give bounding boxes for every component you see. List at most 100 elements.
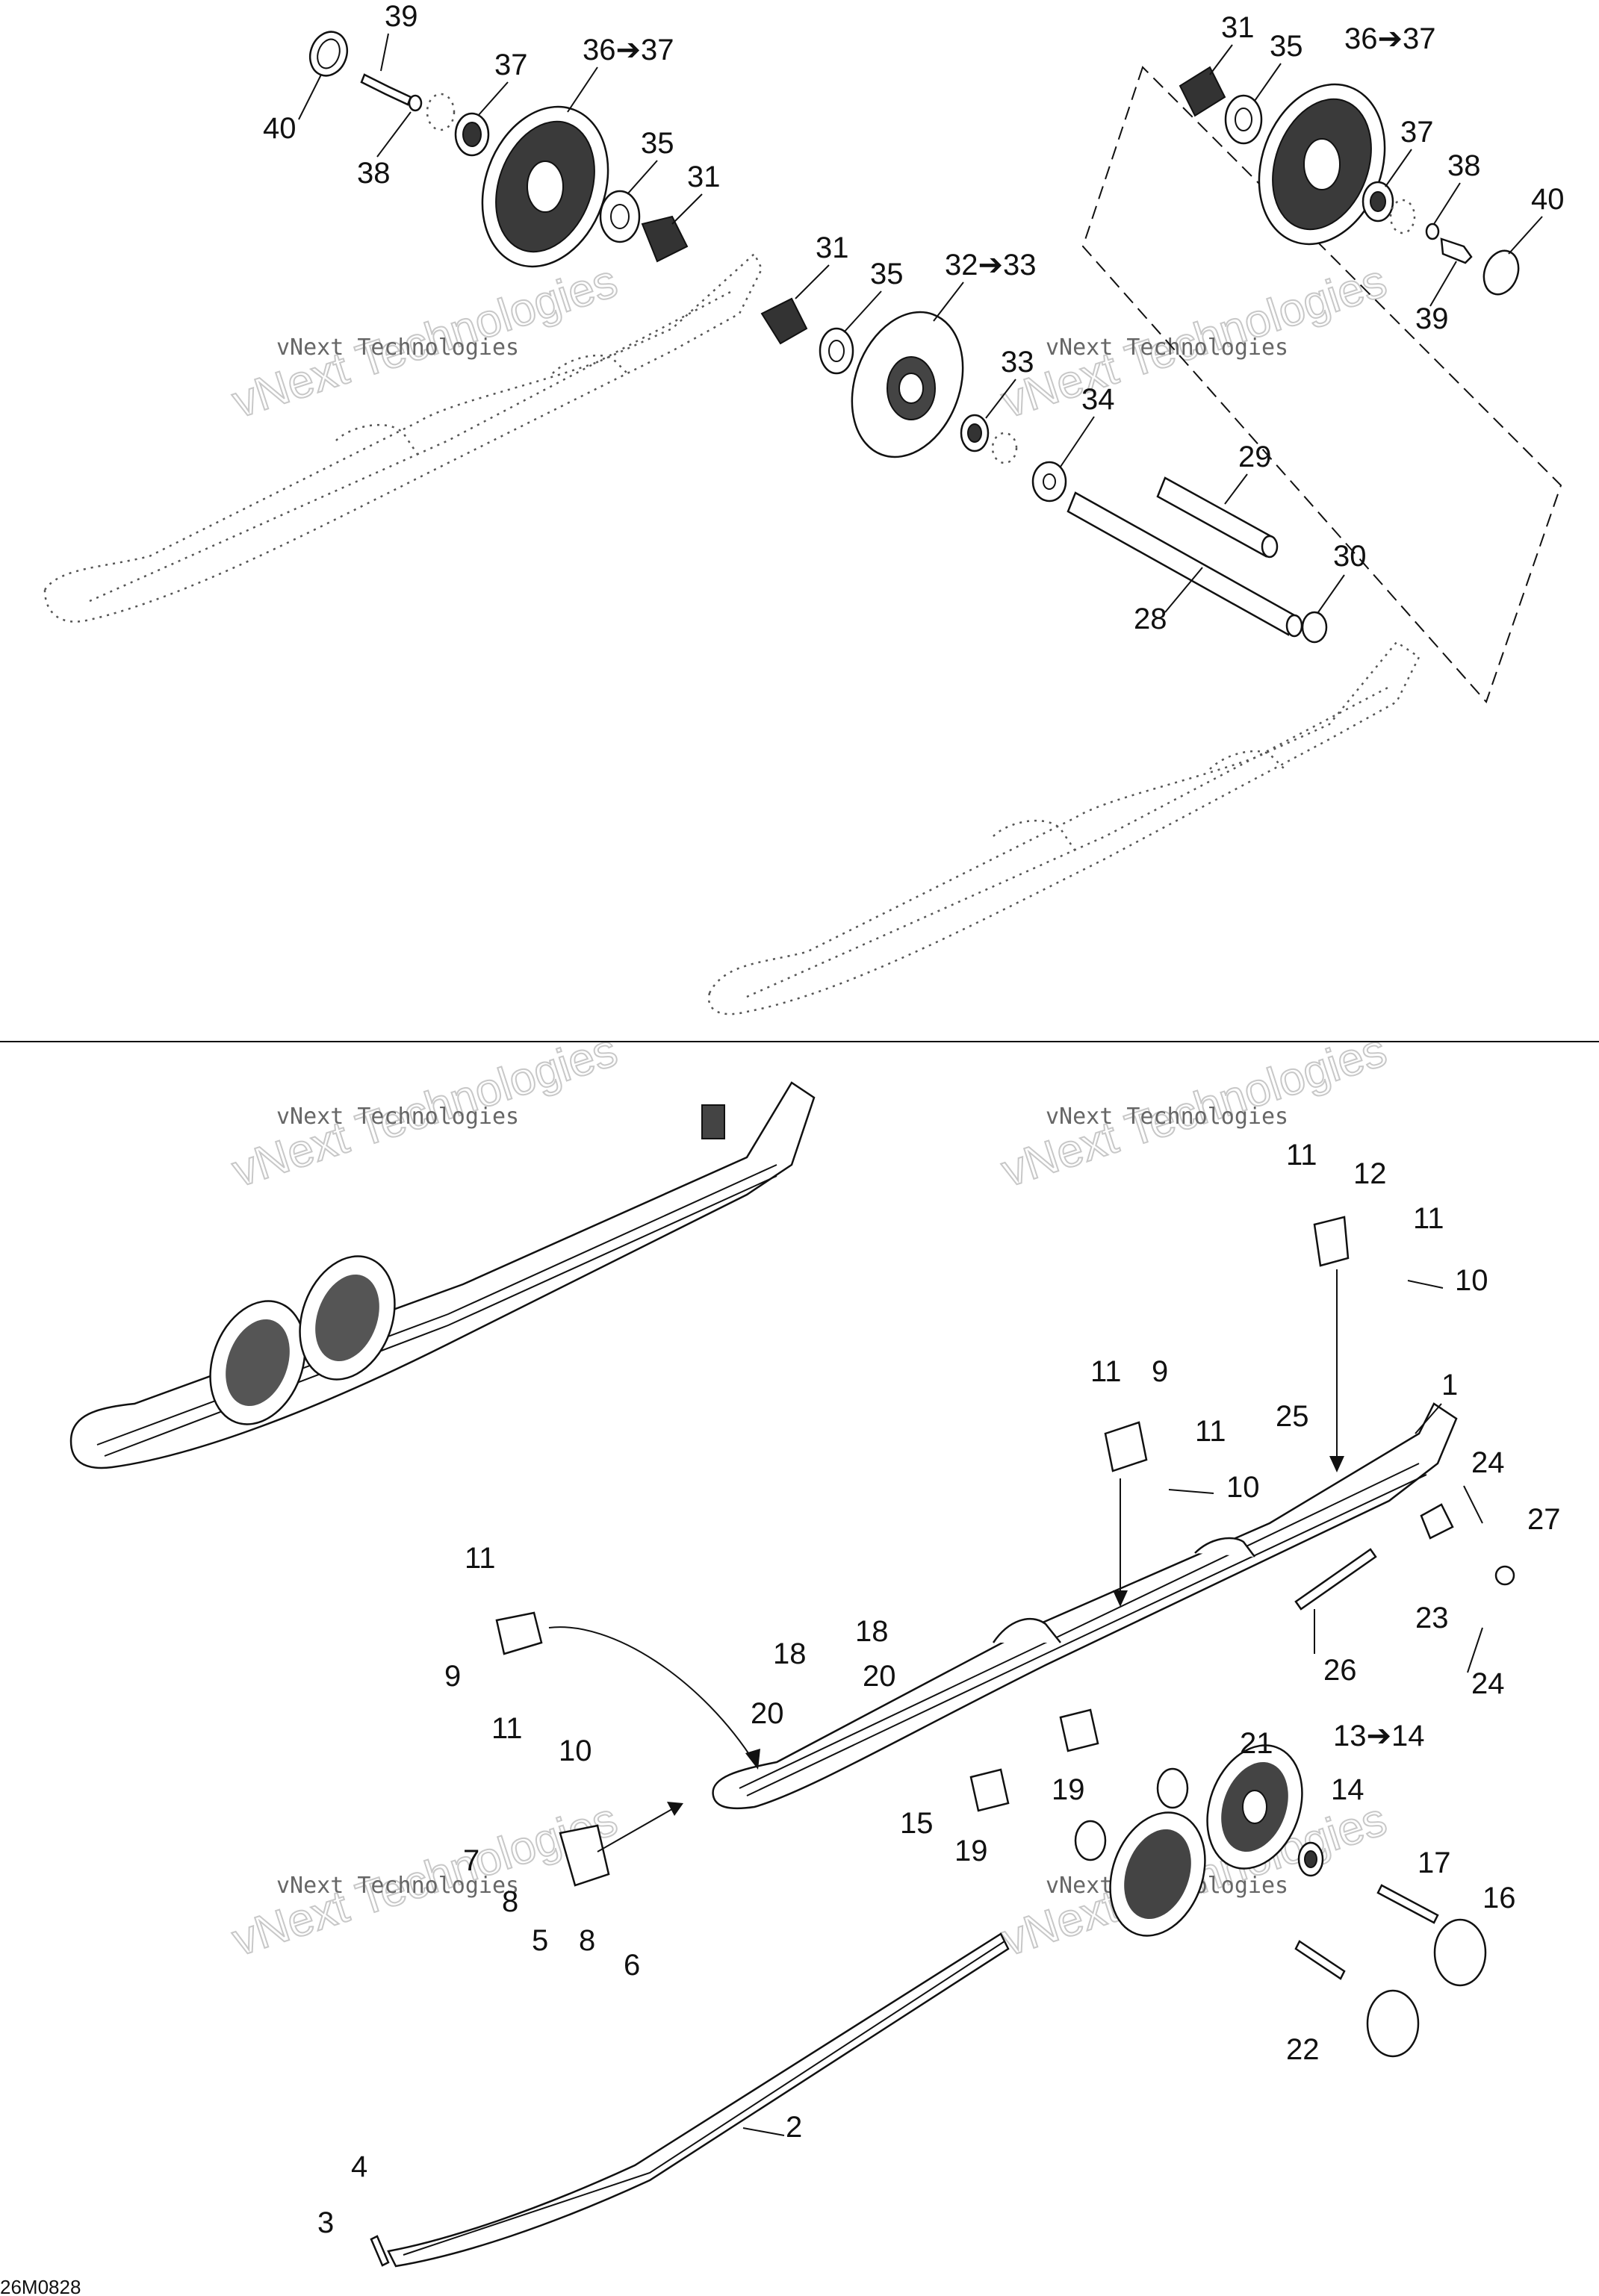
callout-9: 9 (444, 1660, 461, 1693)
idler-wheel-32-center (851, 311, 964, 458)
bracket-9-right (1104, 1421, 1148, 1472)
callout-7: 7 (463, 1844, 479, 1877)
callout-10: 10 (559, 1735, 592, 1767)
callout-32: 32➔33 (945, 249, 1037, 281)
rail-1 (712, 1402, 1458, 1810)
callout-11: 11 (465, 1542, 496, 1575)
callout-34: 34 (1081, 383, 1115, 416)
axle-end-31-right (1179, 66, 1226, 117)
idler-wheel-36-right (1258, 83, 1386, 246)
callout-22: 22 (1286, 2033, 1320, 2066)
callout-40: 40 (263, 112, 296, 145)
watermark-small-text: vNext Technologies (276, 1104, 519, 1130)
callout-35: 35 (641, 127, 674, 160)
spacer-left (426, 93, 456, 131)
shaft-26 (1294, 1548, 1377, 1611)
bracket-23 (1420, 1503, 1454, 1540)
callout-31: 31 (816, 231, 849, 264)
callout-31: 31 (1221, 11, 1255, 44)
callout-8: 8 (579, 1924, 595, 1957)
callout-19: 19 (1052, 1773, 1085, 1806)
callout-8: 8 (502, 1885, 518, 1918)
callout-23: 23 (1415, 1602, 1449, 1634)
callout-18: 18 (773, 1637, 807, 1670)
idler-wheel-lower (1109, 1811, 1206, 1937)
callout-27: 27 (1527, 1503, 1561, 1536)
callout-37: 37 (1400, 116, 1434, 149)
callout-38: 38 (1447, 149, 1481, 182)
callout-1: 1 (1441, 1369, 1458, 1401)
callout-24: 24 (1471, 1667, 1505, 1700)
bracket-9-left (495, 1611, 543, 1655)
callout-25: 25 (1276, 1400, 1309, 1433)
bolt-17 (1376, 1884, 1439, 1924)
hub-cap-22 (1366, 1989, 1420, 2058)
callout-14: 14 (1331, 1773, 1364, 1806)
callout-21: 21 (1240, 1727, 1273, 1760)
callout-2: 2 (786, 2111, 802, 2144)
bracket-upper-19 (1059, 1708, 1099, 1752)
watermark-small-text: vNext Technologies (1046, 1104, 1288, 1130)
callout-39: 39 (385, 0, 418, 33)
assembly-arrows (548, 1269, 1344, 1852)
callout-28: 28 (1134, 603, 1167, 635)
callout-12: 12 (1353, 1157, 1387, 1190)
callout-24: 24 (1471, 1446, 1505, 1479)
washer-38-left (408, 94, 423, 112)
callout-20: 20 (863, 1660, 896, 1693)
assembled-suspension-rail (69, 1081, 816, 1469)
tube-29 (1156, 476, 1275, 558)
nut-27 (1494, 1565, 1515, 1586)
hub-cap-16 (1433, 1918, 1487, 1987)
callout-38: 38 (357, 157, 391, 190)
left-rail-outline (43, 252, 763, 623)
callout-36: 36➔37 (583, 34, 674, 66)
callout-10: 10 (1455, 1264, 1488, 1297)
bolt-39-left (360, 73, 412, 106)
callout-4: 4 (351, 2150, 367, 2183)
callout-11: 11 (1413, 1202, 1444, 1235)
callout-37: 37 (494, 49, 528, 81)
callout-6: 6 (624, 1949, 640, 1982)
callout-40: 40 (1531, 183, 1565, 216)
callout-11: 11 (1286, 1139, 1317, 1172)
slider-block-5 (559, 1824, 610, 1887)
drawing-reference-code: 26M0828 (0, 2276, 81, 2296)
callout-35: 35 (1270, 30, 1303, 63)
watermark-top-left: vNext Technologies vNext Technologies (226, 255, 624, 429)
callout-11: 11 (1195, 1415, 1226, 1448)
callout-11: 11 (491, 1712, 523, 1745)
callout-9: 9 (1152, 1355, 1168, 1388)
callout-3: 3 (317, 2206, 334, 2239)
spacer-lower (1074, 1820, 1107, 1861)
washer-30 (1301, 611, 1328, 644)
watermark-top-right: vNext Technologies vNext Technologies (995, 255, 1394, 429)
watermark-mid-right: vNext Technologies vNext Technologies (995, 1024, 1394, 1198)
assembly-boundary-dashed (1081, 66, 1562, 703)
bolt-lower (1294, 1940, 1346, 1980)
callout-31: 31 (687, 161, 721, 193)
callout-19: 19 (954, 1835, 988, 1867)
axle-end-31-left (641, 215, 689, 263)
callout-35: 35 (870, 258, 904, 290)
callout-39: 39 (1415, 302, 1449, 335)
bracket-12 (1313, 1216, 1350, 1267)
watermark-small-text: vNext Technologies (1046, 335, 1288, 361)
callout-10: 10 (1226, 1471, 1260, 1504)
callout-20: 20 (751, 1697, 784, 1730)
callout-11: 11 (1090, 1355, 1122, 1388)
callout-33: 33 (1001, 346, 1034, 379)
idler-wheel-13 (1206, 1744, 1303, 1870)
callout-30: 30 (1333, 540, 1367, 573)
axle-end-31-center (760, 297, 808, 345)
bracket-15 (969, 1768, 1010, 1812)
callout-5: 5 (532, 1924, 548, 1957)
callout-16: 16 (1482, 1882, 1516, 1914)
screw-3 (370, 2235, 390, 2267)
callout-36: 36➔37 (1344, 22, 1436, 55)
callout-26: 26 (1323, 1654, 1357, 1687)
axle-28 (1066, 491, 1297, 636)
callout-13: 13➔14 (1333, 1720, 1425, 1752)
callout-labels: 40 39 38 37 36➔37 35 31 31 35 32➔33 33 3… (263, 0, 1565, 2239)
